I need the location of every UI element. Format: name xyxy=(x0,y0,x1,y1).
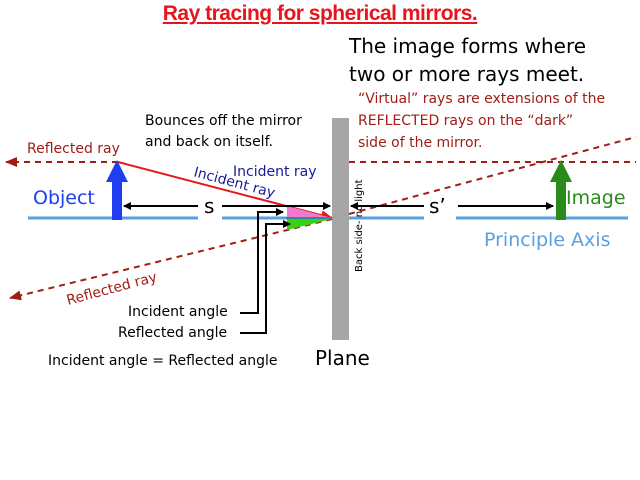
reflected-ray-lower-line xyxy=(9,218,333,301)
reflected-angle-label: Reflected angle xyxy=(118,325,228,341)
plane-mirror xyxy=(332,118,349,340)
incident-ray-label: Incident ray xyxy=(233,164,317,180)
incident-angle-leader xyxy=(240,208,284,314)
reflected-angle-leader xyxy=(240,220,291,334)
object-label: Object xyxy=(33,187,95,209)
s-label: s xyxy=(204,194,215,218)
back-side-label: Back side- no light xyxy=(354,179,365,272)
reflected-ray-lower-label: Reflected ray xyxy=(65,269,159,309)
page-title: Ray tracing for spherical mirrors. xyxy=(162,2,478,25)
object-arrow xyxy=(106,160,128,220)
virtual-note-line-3: side of the mirror. xyxy=(358,135,483,151)
headline-line-2: two or more rays meet. xyxy=(349,62,585,86)
incident-angle-label: Incident angle xyxy=(128,304,228,320)
principle-axis-label: Principle Axis xyxy=(484,229,611,251)
reflected-angle-wedge xyxy=(287,219,332,230)
incident-angle-wedge xyxy=(287,206,332,218)
image-label: Image xyxy=(566,187,626,209)
virtual-note-line-1: “Virtual” rays are extensions of the xyxy=(358,91,606,107)
image-arrow xyxy=(550,160,572,220)
virtual-ray-diagonal xyxy=(348,136,637,215)
angle-rule-label: Incident angle = Reflected angle xyxy=(48,353,278,369)
virtual-note-line-2: REFLECTED rays on the “dark” xyxy=(358,113,574,129)
plane-label: Plane xyxy=(315,346,370,370)
reflected-ray-upper-label: Reflected ray xyxy=(27,141,120,157)
bounce-note-line-2: and back on itself. xyxy=(145,134,273,150)
s-prime-label: s’ xyxy=(429,194,446,218)
bounce-note-line-1: Bounces off the mirror xyxy=(145,113,302,129)
headline-line-1: The image forms where xyxy=(349,34,587,58)
